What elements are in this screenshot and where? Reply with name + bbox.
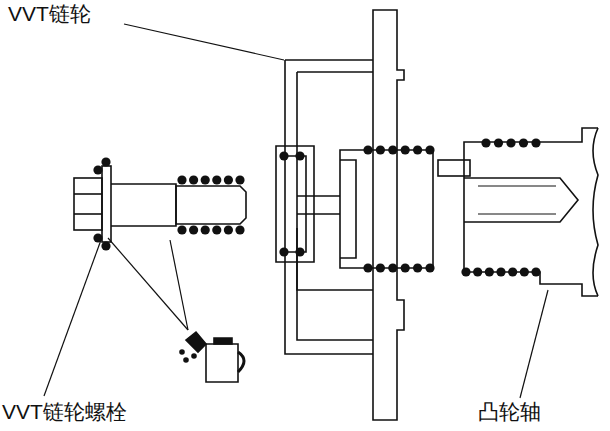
oil-mark <box>531 138 540 147</box>
oil-mark <box>295 151 304 160</box>
bolt-shank <box>111 184 176 226</box>
oil-mark <box>224 175 233 184</box>
oil-mark <box>93 233 102 242</box>
oil-mark <box>508 267 517 276</box>
oil-mark <box>425 145 434 154</box>
oil-mark <box>506 138 515 147</box>
camshaft-body <box>464 128 598 296</box>
oil-mark <box>413 145 422 154</box>
part-label: VVT链轮螺栓 <box>2 400 127 424</box>
oil-mark <box>388 145 397 154</box>
oil-mark <box>279 247 288 256</box>
sprocket-bore <box>297 196 340 214</box>
sprocket-hub <box>340 150 433 268</box>
part-label: VVT链轮 <box>8 2 91 26</box>
oil-mark <box>101 157 110 166</box>
oil-mark <box>93 165 102 174</box>
oil-mark <box>201 225 210 234</box>
oil-mark <box>177 225 186 234</box>
bolt-flange <box>102 166 111 242</box>
oil-mark <box>295 247 304 256</box>
oil-mark <box>177 175 186 184</box>
sprocket-housing <box>285 59 373 61</box>
oil-mark <box>279 151 288 160</box>
bolt-head-edge <box>74 193 102 195</box>
leader-line <box>108 238 188 330</box>
bolt-head-edge <box>74 213 102 215</box>
camshaft-thread <box>478 186 556 214</box>
sprocket-cap-inner <box>283 156 306 252</box>
leader-line <box>124 24 284 60</box>
oil-mark <box>496 267 505 276</box>
oil-mark <box>235 225 244 234</box>
oil-mark <box>201 175 210 184</box>
bolt-thread <box>176 186 246 224</box>
leader-line <box>520 290 548 398</box>
oil-mark <box>376 145 385 154</box>
oil-can-icon <box>180 332 244 382</box>
oil-mark <box>401 145 410 154</box>
oil-mark <box>224 225 233 234</box>
oil-mark <box>485 267 494 276</box>
oil-marks <box>93 138 540 276</box>
oil-mark <box>401 263 410 272</box>
oil-mark <box>363 263 372 272</box>
oil-mark <box>388 263 397 272</box>
oil-mark <box>520 267 529 276</box>
sprocket-cap <box>276 146 314 262</box>
oil-mark <box>473 267 482 276</box>
sprocket-housing <box>285 60 373 354</box>
oil-mark <box>481 138 490 147</box>
leader-lines <box>44 24 548 398</box>
part-label: 凸轮轴 <box>478 400 541 424</box>
oil-mark <box>235 175 244 184</box>
camshaft-bolt-hole <box>464 178 578 222</box>
sprocket-housing-inner <box>297 71 373 73</box>
sprocket-hub-step <box>340 160 356 258</box>
sprocket-symbol <box>276 10 433 420</box>
oil-mark <box>425 263 434 272</box>
leader-line <box>44 240 101 396</box>
oil-mark <box>189 175 198 184</box>
oil-mark <box>101 241 110 250</box>
sprocket-web <box>297 228 373 290</box>
oil-mark <box>494 138 503 147</box>
bolt-symbol <box>74 166 246 242</box>
oil-mark <box>212 175 221 184</box>
oil-mark <box>376 263 385 272</box>
camshaft-symbol <box>438 128 598 296</box>
oil-mark <box>519 138 528 147</box>
oil-mark <box>189 225 198 234</box>
oil-mark <box>531 267 540 276</box>
camshaft-break <box>593 128 598 296</box>
sprocket-plate <box>373 10 404 420</box>
camshaft-pin <box>438 160 470 176</box>
leader-line <box>170 240 188 330</box>
bolt-head <box>74 178 102 230</box>
oil-mark <box>413 263 422 272</box>
sprocket-housing-inner <box>297 72 373 340</box>
oil-mark <box>461 267 470 276</box>
oil-mark <box>363 145 372 154</box>
oil-mark <box>212 225 221 234</box>
